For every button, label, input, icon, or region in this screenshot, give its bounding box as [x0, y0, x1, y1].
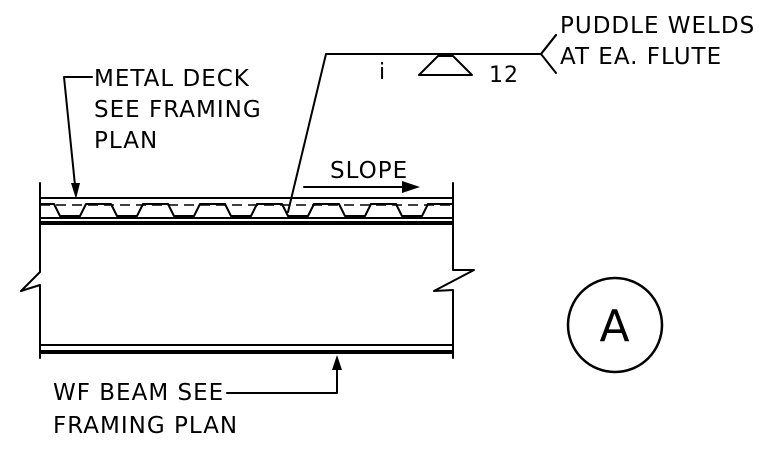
slope-label: SLOPE — [330, 158, 408, 184]
weld-note-line2: AT EA. FLUTE — [560, 44, 722, 70]
slope-arrowhead — [402, 181, 420, 193]
beam-leader-line — [226, 364, 338, 394]
weld-symbol-mark: i — [379, 60, 386, 85]
weld-callout: i 12 PUDDLE WELDS AT EA. FLUTE — [287, 13, 755, 213]
deck-flute-profile — [39, 203, 454, 217]
weld-note-line1: PUDDLE WELDS — [560, 13, 755, 39]
detail-tag: A — [566, 276, 664, 374]
beam-leader-arrowhead — [332, 355, 342, 370]
slope-indicator: SLOPE — [303, 158, 420, 193]
weld-spacing: 12 — [489, 63, 519, 88]
deck-leader-arrowhead — [71, 183, 80, 199]
beam-section — [20, 182, 475, 359]
fillet-weld-symbol — [418, 55, 473, 76]
weld-leader-line — [287, 34, 557, 213]
detail-tag-letter: A — [599, 301, 630, 352]
deck-note-line3: PLAN — [94, 128, 158, 154]
deck-leader-line — [63, 76, 93, 196]
beam-note-line1: WF BEAM SEE — [53, 380, 224, 406]
right-break-line — [433, 182, 475, 359]
weld-tail — [540, 34, 557, 74]
deck-note-line2: SEE FRAMING — [94, 97, 262, 123]
deck-note-line1: METAL DECK — [94, 66, 250, 92]
deck-callout: METAL DECK SEE FRAMING PLAN — [63, 66, 262, 199]
detail-tag-circle — [566, 276, 664, 374]
beam-note-line2: FRAMING PLAN — [53, 413, 238, 439]
beam-callout: WF BEAM SEE FRAMING PLAN — [53, 355, 342, 439]
left-break-line — [20, 182, 41, 359]
